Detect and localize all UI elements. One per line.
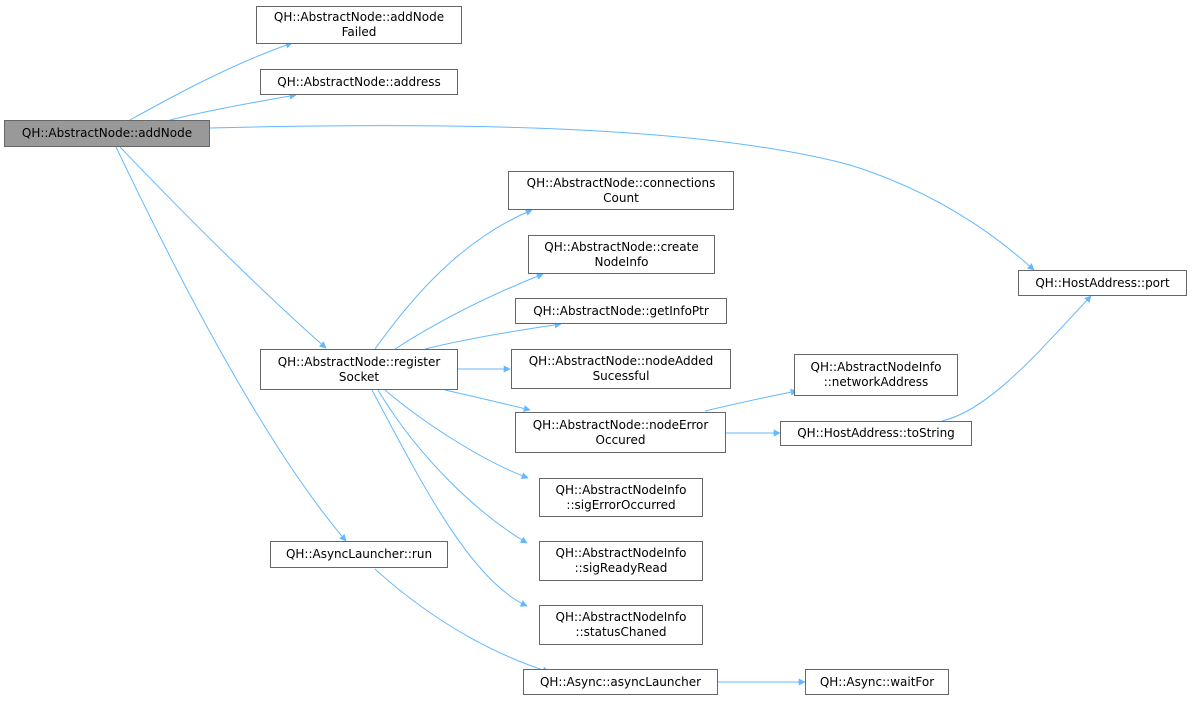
node-label-line2: Failed (341, 25, 377, 39)
node-add-node[interactable]: QH::AbstractNode::addNode (4, 120, 210, 147)
node-label-line1: QH::AbstractNode::nodeError (532, 417, 709, 432)
edge-tostring-port (941, 295, 1092, 422)
edge-addnode-asyncrun (115, 146, 347, 542)
node-label: QH::HostAddress::toString (797, 426, 955, 440)
node-register-socket[interactable]: QH::AbstractNode::register Socket (260, 349, 458, 390)
node-label: QH::AbstractNode::addNode (21, 126, 193, 140)
node-async-launcher[interactable]: QH::Async::asyncLauncher (523, 669, 718, 695)
edge-addnode-registersocket (119, 146, 327, 349)
edge-nodeerror-networkaddress (704, 388, 798, 412)
node-address[interactable]: QH::AbstractNode::address (260, 69, 458, 95)
node-get-info-ptr[interactable]: QH::AbstractNode::getInfoPtr (515, 298, 727, 324)
node-label-line2: NodeInfo (594, 254, 649, 269)
node-label-line1: QH::AbstractNodeInfo (555, 546, 687, 560)
node-sig-error-occurred[interactable]: QH::AbstractNodeInfo ::sigErrorOccurred (539, 478, 703, 517)
node-label-line1: QH::AbstractNode::register (277, 354, 441, 369)
node-create-node-info[interactable]: QH::AbstractNode::create NodeInfo (528, 235, 715, 274)
node-label-line1: QH::AbstractNode::create (544, 239, 699, 254)
node-label-line1: QH::AbstractNode::connections (526, 175, 716, 190)
edge-register-nodeerror (444, 389, 531, 412)
edge-addnode-address (169, 92, 297, 121)
node-host-to-string[interactable]: QH::HostAddress::toString (780, 421, 972, 446)
node-label-line2: Socket (338, 369, 380, 384)
node-label: QH::AbstractNode::address (277, 74, 441, 89)
edge-asyncrun-asynclauncher (374, 568, 550, 674)
node-label-line2: Count (603, 190, 639, 205)
edge-register-statuschaned (371, 389, 528, 607)
node-async-wait-for[interactable]: QH::Async::waitFor (805, 669, 949, 695)
node-label-line2: ::networkAddress (823, 375, 929, 389)
node-network-address[interactable]: QH::AbstractNodeInfo ::networkAddress (794, 354, 958, 396)
node-label: QH::AbstractNode::getInfoPtr (533, 303, 709, 318)
node-sig-ready-read[interactable]: QH::AbstractNodeInfo ::sigReadyRead (539, 541, 703, 581)
edge-register-createnodeinfo (394, 273, 544, 350)
edge-register-getinfoptr (424, 321, 562, 350)
node-label-line1: QH::AbstractNodeInfo (810, 360, 942, 374)
node-label: QH::Async::asyncLauncher (539, 674, 702, 689)
node-node-added-sucessful[interactable]: QH::AbstractNode::nodeAdded Sucessful (511, 349, 731, 389)
node-add-node-failed[interactable]: QH::AbstractNode::addNode Failed (256, 6, 462, 44)
edge-addnode-port (209, 125, 1035, 271)
node-status-chaned[interactable]: QH::AbstractNodeInfo ::statusChaned (539, 605, 703, 645)
node-label: QH::HostAddress::port (1035, 275, 1170, 290)
node-label-line2: ::statusChaned (575, 625, 667, 639)
node-label-line2: ::sigErrorOccurred (566, 497, 676, 512)
node-label: QH::Async::waitFor (819, 674, 935, 689)
node-label-line1: QH::AbstractNodeInfo (555, 482, 687, 497)
node-label-line2: Occured (595, 432, 646, 447)
node-label-line2: Sucessful (592, 369, 650, 383)
edge-addnode-addnodefailed (129, 41, 293, 121)
node-label-line1: QH::AbstractNode::addNode (273, 10, 445, 24)
node-label-line2: ::sigReadyRead (574, 561, 668, 575)
node-label-line1: QH::AbstractNode::nodeAdded (528, 354, 714, 368)
node-label: QH::AsyncLauncher::run (285, 547, 433, 561)
edge-register-sigerror (384, 389, 529, 480)
node-node-error-occured[interactable]: QH::AbstractNode::nodeError Occured (515, 412, 726, 453)
node-connections-count[interactable]: QH::AbstractNode::connections Count (508, 171, 734, 210)
node-label-line1: QH::AbstractNodeInfo (555, 610, 687, 624)
node-host-port[interactable]: QH::HostAddress::port (1018, 270, 1187, 296)
edge-register-connections (374, 209, 533, 350)
node-async-launcher-run[interactable]: QH::AsyncLauncher::run (270, 541, 448, 568)
edge-register-sigreadyread (377, 389, 528, 544)
